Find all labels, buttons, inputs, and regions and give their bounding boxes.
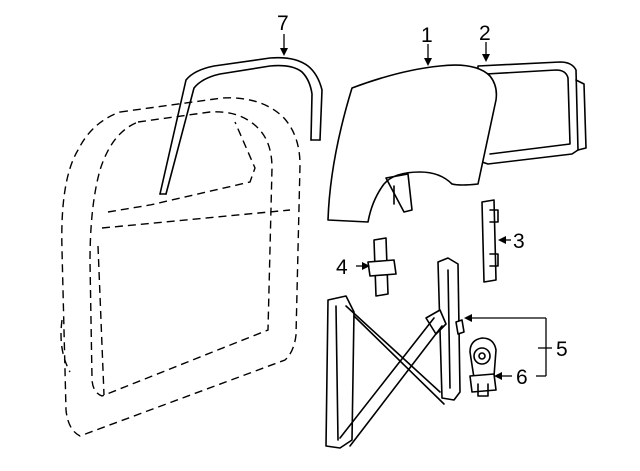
rear-guide-3 [481, 199, 499, 283]
leader-lines [280, 34, 552, 380]
callout-6: 6 [516, 366, 528, 389]
callout-1: 1 [421, 24, 433, 47]
callout-labels: 7 1 2 3 4 5 6 [277, 12, 568, 389]
door-glass-1 [327, 64, 498, 223]
glass-run-channel-2 [475, 61, 587, 165]
callout-5: 5 [556, 338, 568, 361]
callout-4: 4 [336, 256, 348, 279]
callout-3: 3 [513, 230, 525, 253]
weatherstrip-7 [159, 56, 323, 195]
callout-2: 2 [479, 22, 491, 45]
front-guide-4 [367, 237, 397, 297]
door-shell-outline [60, 97, 301, 437]
window-motor-6 [469, 337, 497, 397]
window-regulator-5 [325, 257, 465, 449]
callout-7: 7 [277, 12, 289, 35]
